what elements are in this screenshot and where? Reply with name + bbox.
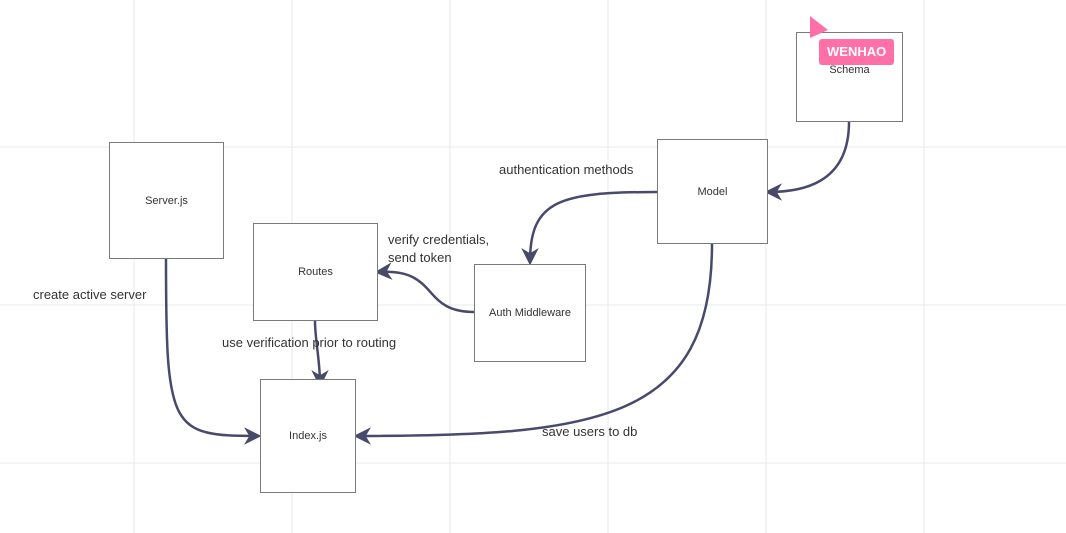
node-server-label: Server.js: [145, 194, 188, 207]
edge-label-save-users[interactable]: save users to db: [542, 424, 638, 439]
edge-label-authentication-methods[interactable]: authentication methods: [499, 162, 634, 177]
edge-auth-to-routes[interactable]: [374, 262, 475, 314]
edge-model-to-index[interactable]: [353, 243, 714, 445]
edge-label-send-token[interactable]: send token: [388, 250, 452, 265]
node-model-label: Model: [697, 185, 728, 198]
node-index-label: Index.js: [289, 430, 327, 442]
node-routes-label: Routes: [298, 266, 333, 278]
cursor-pointer-icon: [810, 16, 828, 38]
edge-label-create-server[interactable]: create active server: [33, 287, 147, 302]
edge-label-use-verification[interactable]: use verification prior to routing: [222, 335, 397, 350]
node-schema-label: Schema: [829, 64, 870, 76]
node-server[interactable]: Server.js: [109, 142, 224, 259]
edge-routes-to-index[interactable]: [311, 320, 329, 388]
edge-server-to-index[interactable]: [164, 258, 262, 445]
node-index[interactable]: Index.js: [260, 379, 356, 493]
node-model[interactable]: Model: [657, 139, 768, 244]
node-routes[interactable]: Routes: [253, 223, 378, 321]
collaborator-tag: WENHAO: [819, 39, 895, 65]
node-auth-middleware[interactable]: Auth Middleware: [474, 264, 586, 362]
edge-label-verify-credentials[interactable]: verify credentials,: [388, 232, 490, 247]
edge-schema-to-model[interactable]: [764, 121, 851, 201]
node-auth-label: Auth Middleware: [489, 307, 571, 319]
edge-model-to-auth[interactable]: [521, 190, 658, 266]
